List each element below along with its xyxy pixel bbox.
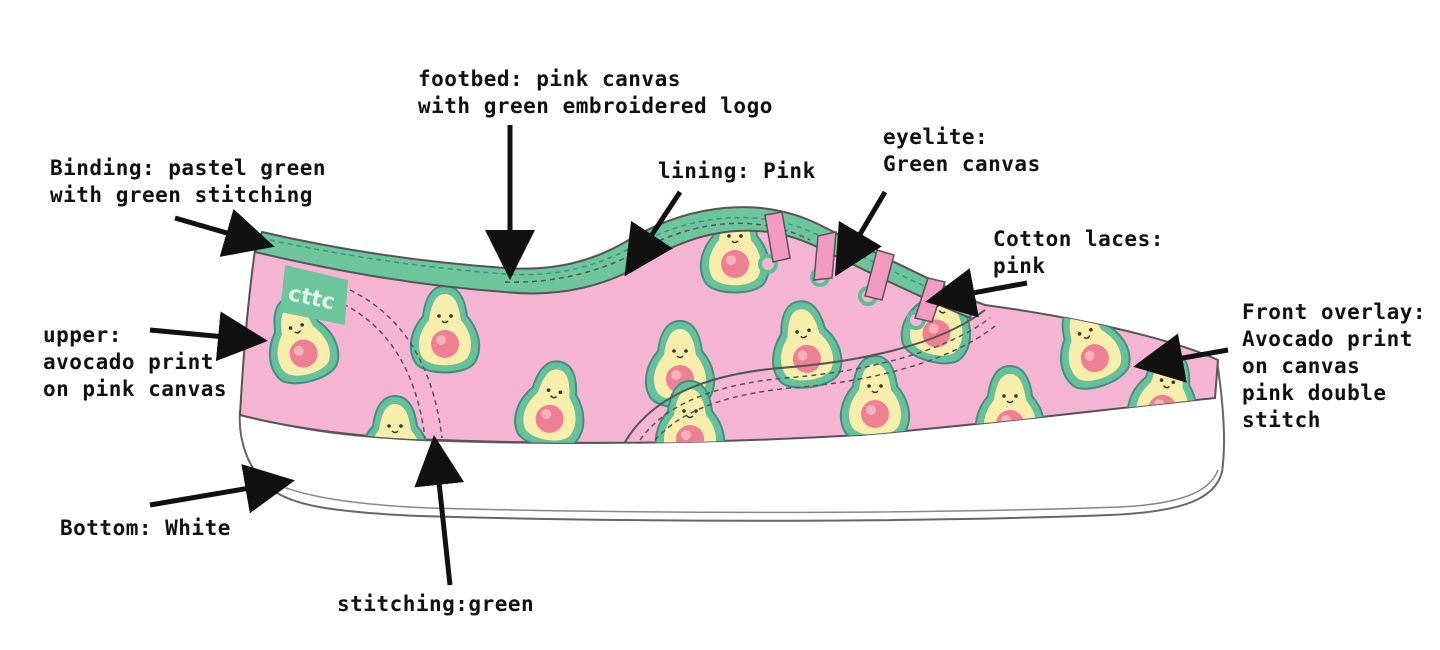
label-front-overlay: Front overlay: Avocado print on canvas p… <box>1242 300 1427 432</box>
arrow-binding <box>174 208 275 257</box>
heel-stitching <box>334 299 426 439</box>
label-stitching: stitching:green <box>337 592 535 616</box>
arrow-stitching <box>414 435 465 586</box>
arrow-bottom <box>149 464 295 514</box>
label-eyelite: eyelite: Green canvas <box>883 125 1041 176</box>
arrow-front-overlay <box>1133 333 1229 383</box>
arrow-upper <box>149 311 268 362</box>
label-lining: lining: Pink <box>658 159 816 183</box>
arrow-lining <box>624 190 683 277</box>
arrow-laces <box>925 268 1028 318</box>
logo-tag: cttc <box>280 265 348 325</box>
label-laces: Cotton laces: pink <box>993 227 1164 278</box>
label-binding: Binding: pastel green with green stitchi… <box>50 156 327 207</box>
callout-arrows <box>149 125 1229 586</box>
label-footbed: footbed: pink canvas with green embroide… <box>418 67 773 118</box>
label-bottom: Bottom: White <box>60 516 231 540</box>
label-upper: upper: avocado print on pink canvas <box>43 323 228 401</box>
arrow-eyelite <box>834 190 888 277</box>
front-overlay-seam <box>624 309 986 443</box>
laces <box>764 211 946 323</box>
